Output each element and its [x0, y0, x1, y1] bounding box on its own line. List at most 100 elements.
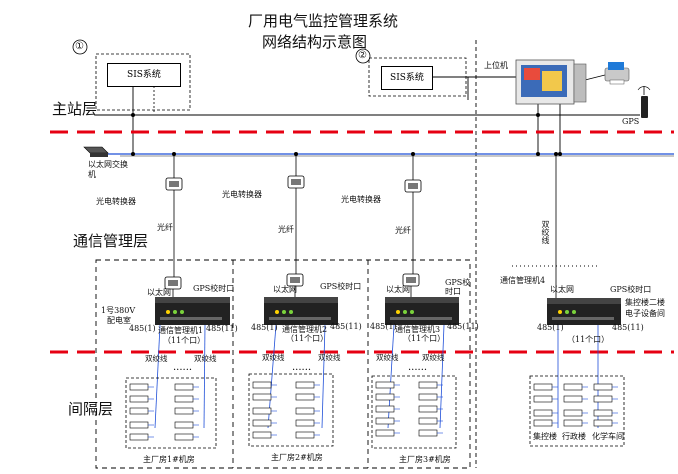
bay-device-unit — [252, 431, 272, 439]
bay-device-unit — [563, 395, 583, 403]
unit-1-side-note-1: 1号380V — [101, 306, 136, 315]
unit-2-ethernet-label: 以太网 — [273, 285, 297, 294]
unit-2-port-right: 485(11) — [330, 322, 362, 331]
fiber-label-3: 光纤 — [395, 226, 411, 235]
bay-device-unit — [174, 421, 194, 429]
unit-4-room-a: 集控楼 — [533, 432, 557, 441]
unit-3-port-left: 485(1) — [370, 322, 397, 331]
bay-device-unit — [375, 417, 395, 425]
unit-2-twisted-pair-a: 双绞线 — [262, 353, 285, 362]
bay-device-unit — [563, 409, 583, 417]
bay-device-unit — [129, 421, 149, 429]
bay-device-unit — [174, 395, 194, 403]
bay-device-unit — [375, 405, 395, 413]
unit-4-gps-port-label: GPS校时口 — [610, 285, 652, 294]
station-layer-label: 主站层 — [52, 100, 98, 118]
twisted-pair-label-vertical: 双绞线 — [541, 220, 550, 244]
bay-device-unit — [533, 395, 553, 403]
comm-manager-2 — [264, 297, 338, 325]
svg-text:......: ...... — [292, 362, 311, 373]
bay-device-unit — [295, 419, 315, 427]
converter-label-3: 光电转换器 — [341, 195, 381, 204]
sis-system-1: SIS系统 — [107, 63, 181, 87]
unit-3-gps-port-label: GPS校时口 — [445, 278, 471, 296]
unit-3-port-right: 485(11) — [447, 322, 479, 331]
marker-circle-2 — [355, 48, 371, 64]
unit-4-side-note-1: 集控楼二楼 — [625, 298, 665, 307]
unit-2-port-left: 485(1) — [251, 323, 278, 332]
converter-1 — [165, 177, 183, 191]
comm-manager-1 — [155, 297, 230, 325]
comm-layer-label: 通信管理层 — [73, 232, 149, 250]
gps-antenna — [637, 86, 651, 118]
bay-device-unit — [375, 429, 395, 437]
unit-4-ethernet-label: 以太网 — [550, 285, 574, 294]
unit-3-ports: （11个口） — [403, 334, 446, 343]
converter-label-1: 光电转换器 — [96, 197, 136, 206]
bay-device-unit — [418, 381, 438, 389]
bay-device-unit — [129, 395, 149, 403]
comm-manager-3 — [385, 297, 459, 325]
bay-device-unit — [563, 383, 583, 391]
unit-1-ethernet-label: 以太网 — [147, 288, 171, 297]
unit-4-port-left: 485(1) — [537, 323, 564, 332]
room-group-dashed — [95, 259, 471, 469]
host-computer — [515, 59, 587, 105]
printer — [604, 62, 630, 85]
diagram-title-line2: 网络结构示意图 — [262, 33, 368, 51]
fiber-label-1: 光纤 — [157, 223, 173, 232]
bay-device-unit — [375, 381, 395, 389]
ethernet-switch-device — [83, 146, 109, 157]
unit-1-name: 通信管理机1 — [158, 326, 204, 335]
converter-4 — [164, 276, 182, 290]
bay-device-unit — [533, 409, 553, 417]
converter-5 — [286, 273, 304, 287]
svg-text:......: ...... — [173, 362, 192, 373]
unit-3-twisted-pair-a: 双绞线 — [376, 353, 399, 362]
unit-1-ports: （11个口） — [163, 336, 206, 345]
bay-device-unit — [295, 393, 315, 401]
unit-4-name: 通信管理机4 — [500, 276, 546, 285]
unit-3-ethernet-label: 以太网 — [386, 285, 410, 294]
unit-1-twisted-pair-b: 双绞线 — [194, 354, 217, 363]
bay-device-unit — [252, 407, 272, 415]
bay-device-unit — [418, 393, 438, 401]
bay-device-unit — [129, 383, 149, 391]
bay-device-unit — [563, 419, 583, 427]
unit-2-name: 通信管理机2 — [282, 325, 328, 334]
sis-system-2: SIS系统 — [381, 66, 433, 90]
marker-circle-1 — [72, 39, 88, 55]
bay-device-unit — [375, 393, 395, 401]
bay-device-unit — [593, 419, 613, 427]
unit-3-name: 通信管理机3 — [395, 325, 441, 334]
unit-2-twisted-pair-b: 双绞线 — [318, 353, 341, 362]
converter-2 — [287, 175, 305, 189]
room-1-label: 主厂房1#机房 — [143, 455, 195, 464]
marker-2-label: ② — [358, 50, 367, 61]
unit-2-gps-port-label: GPS校时口 — [320, 282, 362, 291]
room-2-label: 主厂房2#机房 — [271, 453, 323, 462]
unit-1-twisted-pair-a: 双绞线 — [145, 354, 168, 363]
bay-device-unit — [593, 383, 613, 391]
bay-group-3 — [371, 375, 457, 449]
bay-device-unit — [174, 383, 194, 391]
unit-4-port-right: 485(11) — [612, 323, 644, 332]
bay-device-unit — [533, 383, 553, 391]
bay-device-unit — [252, 419, 272, 427]
gps-label: GPS — [622, 117, 640, 126]
unit-1-port-left: 485(1) — [129, 324, 156, 333]
diagram-title-line1: 厂用电气监控管理系统 — [248, 12, 399, 30]
room-3-label: 主厂房3#机房 — [399, 455, 451, 464]
comm-manager-4 — [547, 298, 621, 325]
marker-1-label: ① — [75, 41, 84, 52]
bay-group-2 — [248, 373, 334, 447]
unit-1-side-note-2: 配电室 — [107, 316, 131, 325]
unit-4-side-note-2: 电子设备间 — [625, 309, 665, 318]
unit-1-gps-port-label: GPS校时口 — [193, 284, 235, 293]
unit-2-ports: （11个口） — [286, 334, 329, 343]
bay-device-unit — [295, 407, 315, 415]
bay-device-unit — [593, 409, 613, 417]
bay-device-unit — [418, 417, 438, 425]
bay-device-unit — [252, 393, 272, 401]
